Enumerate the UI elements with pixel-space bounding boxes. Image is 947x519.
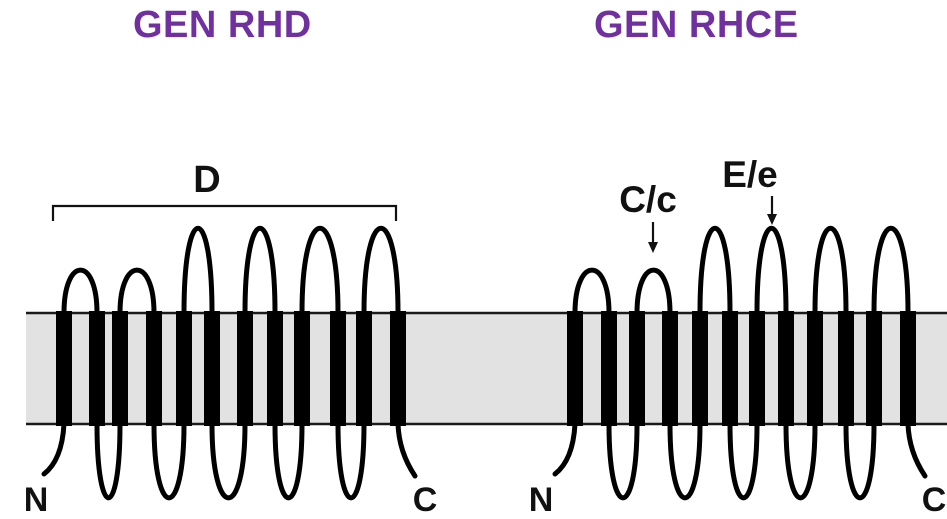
d-antigen-label: D — [193, 159, 220, 201]
transmembrane-segment — [356, 311, 372, 426]
rhce-c-terminus-label: C — [922, 481, 947, 519]
transmembrane-segment — [390, 311, 406, 426]
transmembrane-segment — [778, 311, 794, 426]
transmembrane-segment — [112, 311, 128, 426]
transmembrane-segment — [89, 311, 105, 426]
transmembrane-segment — [900, 311, 916, 426]
transmembrane-segment — [662, 311, 678, 426]
rhd-c-terminus-label: C — [413, 481, 438, 519]
transmembrane-segment — [692, 311, 708, 426]
transmembrane-segment — [204, 311, 220, 426]
cc-antigen-arrow — [648, 222, 658, 253]
transmembrane-segment — [56, 311, 72, 426]
ee-antigen-arrow — [767, 196, 777, 225]
transmembrane-segment — [267, 311, 283, 426]
ee-antigen-label: E/e — [722, 154, 778, 195]
transmembrane-segment — [866, 311, 882, 426]
transmembrane-segment — [567, 311, 583, 426]
rhce-n-terminus-label: N — [529, 481, 554, 519]
transmembrane-segment — [838, 311, 854, 426]
transmembrane-segment — [294, 311, 310, 426]
transmembrane-segment — [146, 311, 162, 426]
transmembrane-segment — [601, 311, 617, 426]
d-antigen-bracket — [53, 206, 396, 221]
transmembrane-segment — [176, 311, 192, 426]
transmembrane-segment — [237, 311, 253, 426]
cc-antigen-label: C/c — [619, 179, 677, 220]
transmembrane-segment — [722, 311, 738, 426]
rhd-n-terminus-label: N — [24, 481, 49, 519]
transmembrane-segment — [330, 311, 346, 426]
transmembrane-segment — [749, 311, 765, 426]
transmembrane-segment — [807, 311, 823, 426]
transmembrane-segment — [629, 311, 645, 426]
